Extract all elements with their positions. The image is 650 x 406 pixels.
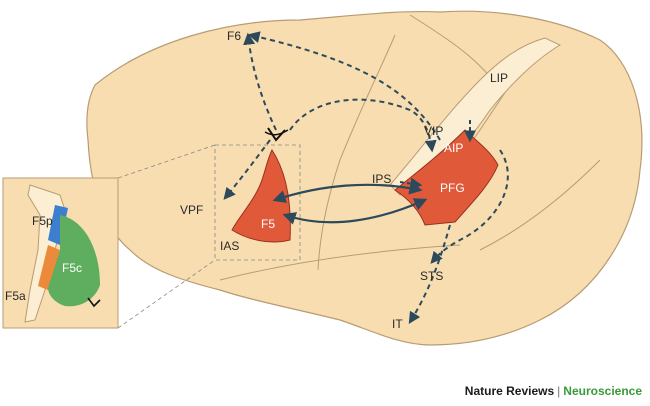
arrow-f5-pfg-upper xyxy=(272,181,423,203)
label-ias: IAS xyxy=(220,239,239,253)
label-vpf: VPF xyxy=(180,203,203,217)
label-aip: AIP xyxy=(444,141,463,155)
sulcus-lower xyxy=(219,244,461,281)
label-lip: LIP xyxy=(490,71,508,85)
f5a-region xyxy=(38,245,60,290)
arrow-f5-to-vpf xyxy=(223,139,271,200)
label-f6: F6 xyxy=(227,29,241,43)
arrow-loop-f5 xyxy=(289,98,437,153)
credit-separator: | xyxy=(557,384,561,398)
neuron-icon-inset xyxy=(87,297,101,308)
brain-outline xyxy=(86,10,643,346)
sulcus-temporal xyxy=(479,159,601,251)
arrow-aip-to-f6 xyxy=(247,31,441,141)
inset-link-top xyxy=(117,144,216,179)
label-f5a: F5a xyxy=(5,289,26,303)
neuron-icon xyxy=(264,127,289,142)
credit-journal: Neuroscience xyxy=(563,384,642,398)
arrow-pfg-to-it xyxy=(408,224,451,325)
inset-link-bottom xyxy=(117,259,216,329)
label-vip: VIP xyxy=(424,124,443,138)
journal-credit: Nature Reviews|Neuroscience xyxy=(465,384,642,398)
label-f5c: F5c xyxy=(62,261,82,275)
credit-publisher: Nature Reviews xyxy=(464,384,555,398)
label-f5p: F5p xyxy=(32,214,53,228)
label-f5: F5 xyxy=(261,217,275,231)
arrow-f5-pfg-lower xyxy=(282,198,428,225)
label-it: IT xyxy=(392,317,403,331)
sulcus-central xyxy=(317,34,396,271)
arrow-pfg-to-sts xyxy=(430,149,509,264)
label-pfg: PFG xyxy=(440,181,465,195)
f5c-region xyxy=(48,215,100,307)
arrow-f5-to-f6 xyxy=(243,32,277,131)
label-sts: STS xyxy=(420,269,443,283)
label-ips: IPS xyxy=(372,172,391,186)
f5p-region xyxy=(48,205,68,245)
